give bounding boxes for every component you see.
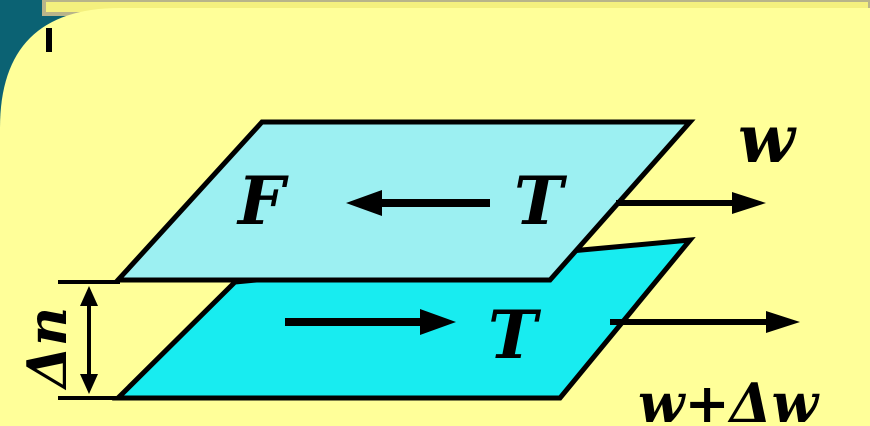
shear-lower-label: T bbox=[488, 296, 542, 374]
panel-mark bbox=[46, 28, 52, 52]
velocity-lower-label: w+Δw bbox=[638, 371, 821, 426]
velocity-arrow-lower-head bbox=[766, 311, 800, 333]
shear-upper-label: T bbox=[514, 162, 568, 240]
gap-label: Δn bbox=[15, 307, 79, 391]
gap-arrow-up bbox=[80, 286, 98, 306]
velocity-arrow-upper-head bbox=[732, 192, 766, 214]
force-label: F bbox=[236, 162, 289, 240]
upper-plate-arrow-head bbox=[346, 190, 382, 216]
velocity-upper-label: w bbox=[738, 100, 797, 178]
lower-plate-arrow-head bbox=[420, 309, 456, 335]
gap-arrow-down bbox=[80, 374, 98, 394]
